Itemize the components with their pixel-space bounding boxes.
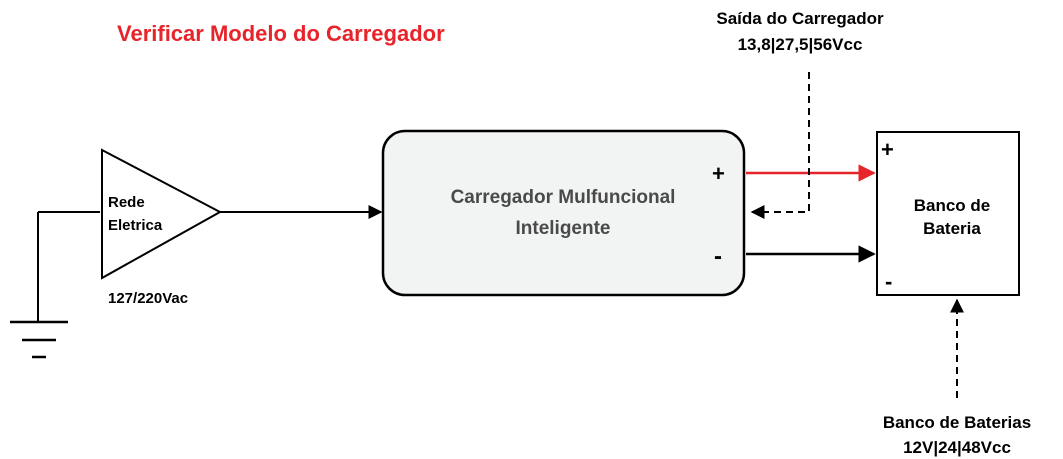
battery-label-line2: Bateria (923, 219, 981, 238)
battery-box (876, 131, 1020, 296)
source-voltage-label: 127/220Vac (108, 290, 188, 307)
charger-plus-terminal: + (712, 161, 725, 186)
battery-bank-voltage: 12V|24|48Vcc (903, 438, 1011, 457)
charger-label-line1: Carregador Mulfuncional (451, 187, 676, 208)
charger-minus-terminal: - (714, 243, 722, 270)
ground-icon (10, 211, 100, 359)
diagram-title: Verificar Modelo do Carregador (117, 21, 445, 46)
charger-output-title: Saída do Carregador (716, 9, 884, 28)
source-label-line1: Rede (108, 194, 145, 211)
battery-minus-terminal: - (885, 269, 892, 294)
source-label-line2: Eletrica (108, 217, 163, 234)
charger-output-voltage: 13,8|27,5|56Vcc (738, 35, 863, 54)
triangle-source-icon (101, 148, 223, 280)
battery-label-line1: Banco de (914, 196, 991, 215)
battery-plus-terminal: + (881, 137, 894, 162)
charger-box (381, 129, 746, 297)
battery-bank-title: Banco de Baterias (883, 413, 1031, 432)
charger-output-dashed-arrow (750, 72, 810, 219)
charger-label-line2: Inteligente (515, 218, 610, 239)
